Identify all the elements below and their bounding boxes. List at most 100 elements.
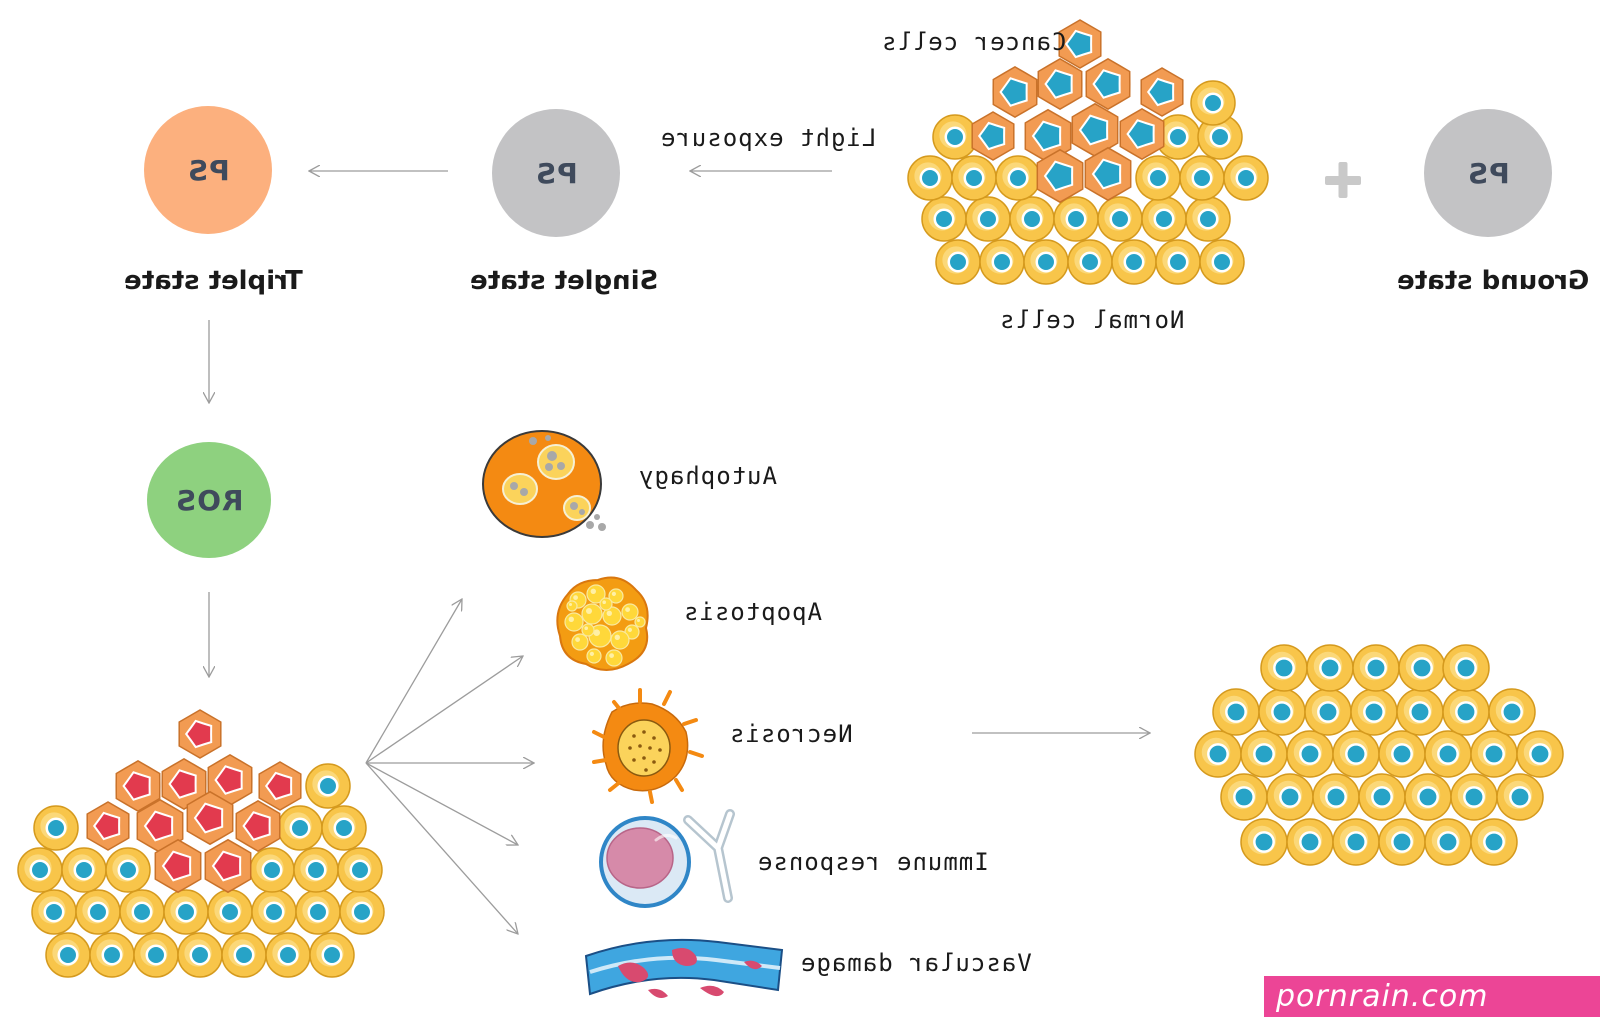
normal-cell [1378,730,1426,778]
normal-cell [309,932,355,978]
normal-cell [45,932,91,978]
cancer-cells-label: Cancer cells [881,28,1067,56]
normal-cell [1286,730,1334,778]
arrow-to-apoptosis [365,656,523,764]
normal-cell [265,932,311,978]
ps-label: PS [534,156,578,190]
normal-cell [1442,688,1490,736]
arrow-to-vascular-damage [365,762,518,934]
normal-cell [1286,818,1334,866]
immune-cell-icon [599,816,691,908]
watermark-text: pornrain.com [1276,979,1489,1014]
cancer-cell [115,760,161,812]
outcome-label: Immune response [757,848,989,876]
normal-cell [1398,644,1446,692]
normal-cell [1260,644,1308,692]
cancer-cell [1084,146,1132,202]
normal-cell [321,805,367,851]
normal-cell [995,155,1041,201]
apoptosis-cell-icon [556,576,649,671]
normal-cell [1135,155,1181,201]
normal-cell [1312,773,1360,821]
normal-cell [979,239,1025,285]
cancer-cell [971,111,1015,161]
normal-cell [1155,114,1201,160]
normal-cell [1424,818,1472,866]
normal-cell [1304,688,1352,736]
light-exposure-label: Light exposure [660,124,877,152]
normal-cell [1350,688,1398,736]
normal-cell [251,889,297,935]
outcome-label: Autophagy [638,462,778,490]
cancer-cell [178,709,222,759]
tumor-tissue-cluster [907,19,1269,285]
cancer-cell [258,761,302,811]
ros-circle: ROS [147,442,271,558]
normal-cell [305,763,351,809]
normal-cell [1212,688,1260,736]
normal-cell [1396,688,1444,736]
normal-cell [1470,730,1518,778]
normal-cell [951,155,997,201]
normal-cell [207,889,253,935]
normal-cell [1450,773,1498,821]
cancer-cell [1071,102,1119,158]
normal-cell [105,847,151,893]
watermark-banner: pornrain.com [1264,976,1600,1017]
necrosis-cell-icon [592,688,704,804]
outcome-label: Apoptosis [683,598,823,626]
normal-cell [1258,688,1306,736]
cancer-cell [154,838,202,894]
normal-cell [1516,730,1564,778]
cancer-cell [1058,19,1102,69]
normal-cell [1199,239,1245,285]
blood-vessel-icon [584,938,784,998]
arrow-to-immune-response [365,762,518,845]
normal-cell [1442,644,1490,692]
normal-cell [1240,818,1288,866]
normal-cell [1496,773,1544,821]
normal-cell [1470,818,1518,866]
normal-cell [1404,773,1452,821]
normal-cell [1197,114,1243,160]
cancer-cell [186,790,234,846]
cancer-cell [1085,58,1131,110]
cancer-cell [235,800,281,852]
normal-cell [31,889,77,935]
normal-cell [293,847,339,893]
normal-cell [1067,239,1113,285]
normal-cell [1358,773,1406,821]
ps-triplet-state-circle: PS [144,106,272,234]
cancer-cell [161,758,207,810]
cancer-cell [1036,148,1084,204]
triplet-state-label: Triplet state [124,266,303,296]
normal-cell [133,932,179,978]
normal-cell [1352,644,1400,692]
normal-cell [61,847,107,893]
normal-cell [1220,773,1268,821]
normal-cell [1111,239,1157,285]
normal-cell [33,805,79,851]
normal-cell [1378,818,1426,866]
normal-cell [89,932,135,978]
normal-cells-label: Normal cells [999,306,1185,334]
ps-ground-state-circle: PS [1424,109,1552,237]
normal-cell [1488,688,1536,736]
ground-state-label: Ground state [1397,266,1590,296]
normal-cell [1240,730,1288,778]
normal-tissue-cluster [1194,644,1564,866]
normal-cell [75,889,121,935]
ps-label: PS [1466,156,1510,190]
normal-cell [177,932,223,978]
cancer-cell [1037,58,1083,110]
outcome-label: Necrosis [729,720,853,748]
normal-cell [1185,196,1231,242]
outcome-label: Vascular damage [800,949,1032,977]
normal-cell [249,847,295,893]
arrow-to-autophagy [365,599,462,764]
ps-singlet-state-circle: PS [492,109,620,237]
normal-cell [339,889,385,935]
normal-cell [17,847,63,893]
cancer-cell [992,66,1038,118]
